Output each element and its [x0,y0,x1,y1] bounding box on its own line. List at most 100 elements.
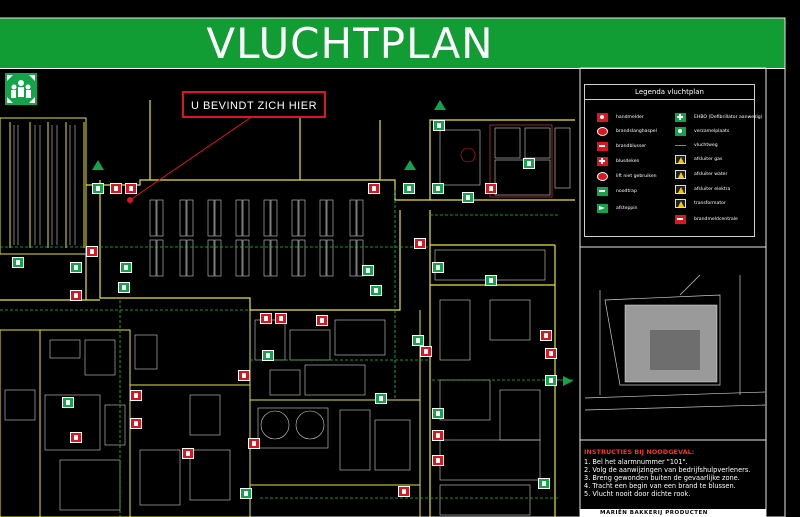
legend-item: brandblusser [597,141,646,152]
exit-icon [433,120,445,131]
exit-icon [403,183,415,194]
exit-icon [545,375,557,386]
room-walls-red [489,124,553,198]
exit-icon [12,257,24,268]
exit-icon [70,262,82,273]
title-band [0,18,785,69]
rack-bay [270,199,278,237]
fire-alarm-panel-icon [675,215,686,224]
fire-extinguisher-icon [238,370,250,381]
legend-item: handmelder [597,112,644,123]
site-building-dark [650,330,700,370]
rack-bay [149,239,157,277]
rack-bay [214,199,222,237]
fire-extinguisher-icon [248,438,260,449]
legend-panel: Legenda vluchtplan handmelder brandslang… [584,84,762,237]
emergency-instructions: INSTRUCTIES BIJ NOODGEVAL: 1. Bel het al… [580,444,766,514]
emergency-ladder-icon [597,187,608,196]
fire-extinguisher-icon [130,418,142,429]
rack-bay [298,199,306,237]
fire-hose-reel-icon [597,127,608,136]
rack-bay [291,199,299,237]
rack-bay [263,199,271,237]
rack-bay [186,239,194,277]
fire-alarm-call-point-icon [260,313,272,324]
electric-shutoff-icon [675,185,686,194]
legend-item: noodtrap [597,186,637,197]
exit-icon [462,192,474,203]
rack-bay [326,199,334,237]
legend-title: Legenda vluchtplan [585,86,754,100]
exit-icon [118,282,130,293]
site-key-map [584,274,766,411]
rack-bay [186,199,194,237]
fire-extinguisher-icon [414,238,426,249]
exit-icon [538,478,550,489]
fire-extinguisher-icon [86,246,98,257]
rack-bay [156,239,164,277]
first-aid-icon [675,113,686,122]
exit-icon [92,183,104,194]
exit-icon [362,265,374,276]
rack-bay [235,199,243,237]
legend-item: EHBO (Defibrillator aanwezig) [675,112,762,123]
you-are-here-marker [127,197,133,203]
exit-arrows [92,100,573,386]
rack-bay [326,239,334,277]
rack-bay [207,199,215,237]
instruction-step: 2. Volg de aanwijzingen van bedrijfshulp… [584,466,751,474]
fire-hose-reel-icon [275,313,287,324]
legend-item: lift niet gebruiken [597,171,657,182]
legend-item: brandmeldcentrale [675,214,738,225]
instructions-heading: INSTRUCTIES BIJ NOODGEVAL: [584,448,695,456]
rack-bay [149,199,157,237]
fire-extinguisher-icon [182,448,194,459]
rack-bay [319,199,327,237]
company-bar [580,509,766,517]
water-shutoff-icon [675,170,686,179]
exit-icon [375,393,387,404]
exit-icon [62,397,74,408]
assembly-point-icon [675,127,686,136]
plan-title: VLUCHTPLAN [206,19,494,68]
you-are-here-label: U BEVINDT ZICH HIER [182,91,326,118]
fire-alarm-call-point-icon [540,330,552,341]
fire-extinguisher-icon [597,142,608,151]
legend-item: afsteppin [597,203,637,214]
legend-item: afsluiter gas [675,154,722,165]
fire-extinguisher-icon [420,346,432,357]
instruction-step: 5. Vlucht nooit door dichte rook. [584,490,691,498]
rack-bay [242,239,250,277]
escape-route-icon [675,141,686,150]
exit-icon [240,488,252,499]
legend-item: afsluiter water [675,169,727,180]
left-storage-area [0,117,87,255]
exit-icon [432,408,444,419]
legend-item: brandslanghaspel [597,126,657,137]
rack-bay [270,239,278,277]
fire-extinguisher-icon [316,315,328,326]
fire-extinguisher-icon [545,348,557,359]
lower-equipment [4,249,546,516]
rack-bay [179,199,187,237]
fire-alarm-call-point-icon [368,183,380,194]
legend-item: afsluiter elektra [675,184,730,195]
rack-bay [214,239,222,277]
fire-alarm-call-point-icon [597,113,608,122]
exit-icon [432,183,444,194]
rack-bay [356,199,364,237]
assembly-point-icon [5,73,37,105]
no-elevator-icon [597,172,608,181]
left-rack-lines [13,125,76,245]
instruction-step: 1. Bel het alarmnummer "101". [584,458,688,466]
you-are-here-pointer [129,117,251,201]
fire-blanket-icon [597,157,608,166]
lower-left-area [0,310,421,517]
main-hall-walls [0,100,575,517]
exit-icon [262,350,274,361]
legend-item: verzamelplaats [675,126,729,137]
legend-item: transformator [675,198,726,209]
fire-extinguisher-icon [432,430,444,441]
